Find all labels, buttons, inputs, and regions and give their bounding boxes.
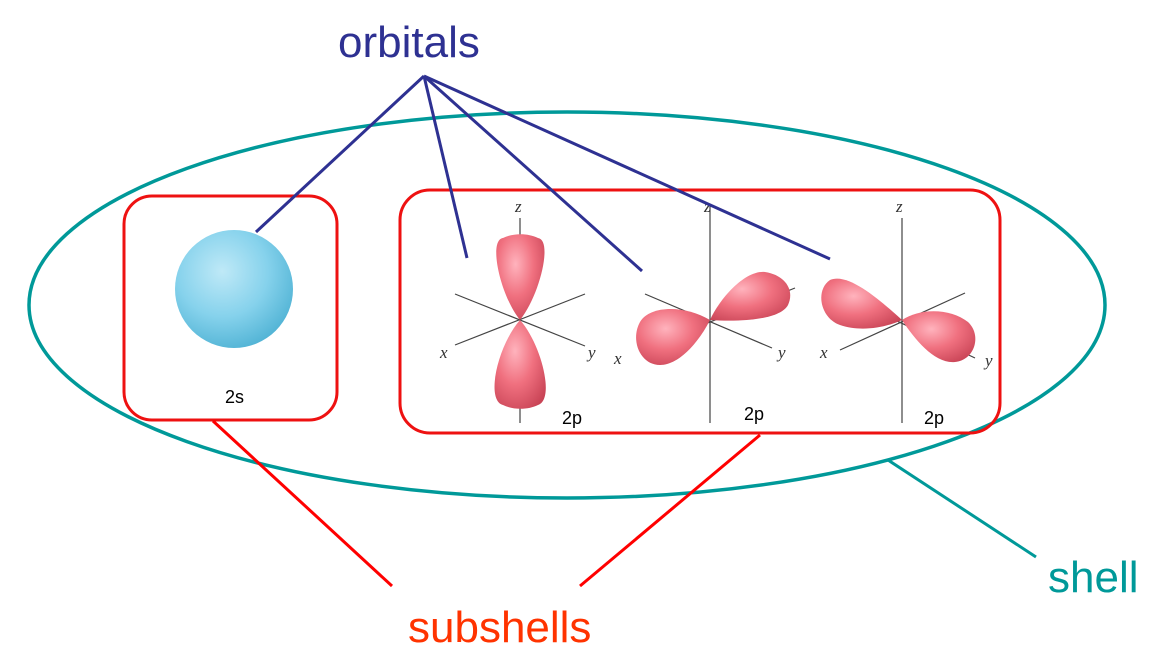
p1-label: 2p — [562, 408, 582, 428]
p-orbital-z: z x y 2p — [439, 197, 596, 428]
p3-axis-y: y — [983, 351, 993, 370]
shell-connector — [887, 458, 1037, 559]
p2-label: 2p — [744, 404, 764, 424]
subshells-connectors — [211, 419, 761, 588]
p-orbital-y: z x y 2p — [819, 197, 993, 428]
p2-axis-y: y — [776, 343, 786, 362]
p3-axis-x: x — [819, 343, 828, 362]
orbitals-label: orbitals — [338, 18, 480, 67]
p3-axis-z: z — [895, 197, 903, 216]
subshell-s-box — [122, 194, 339, 422]
p-orbital-x: z x y 2p — [613, 197, 796, 424]
p3-label: 2p — [924, 408, 944, 428]
subshells-label: subshells — [408, 603, 591, 652]
subshell-p-box — [398, 188, 1002, 435]
p2-axis-z: z — [703, 197, 711, 216]
shell-label: shell — [1048, 553, 1139, 602]
orbitals-connectors — [254, 74, 831, 273]
p2-axis-x: x — [613, 349, 622, 368]
shell-ellipse — [27, 110, 1107, 500]
s-orbital-label: 2s — [225, 387, 244, 407]
p1-axis-y: y — [586, 343, 596, 362]
p1-axis-z: z — [514, 197, 522, 216]
p1-axis-x: x — [439, 343, 448, 362]
s-orbital-sphere — [175, 230, 293, 348]
